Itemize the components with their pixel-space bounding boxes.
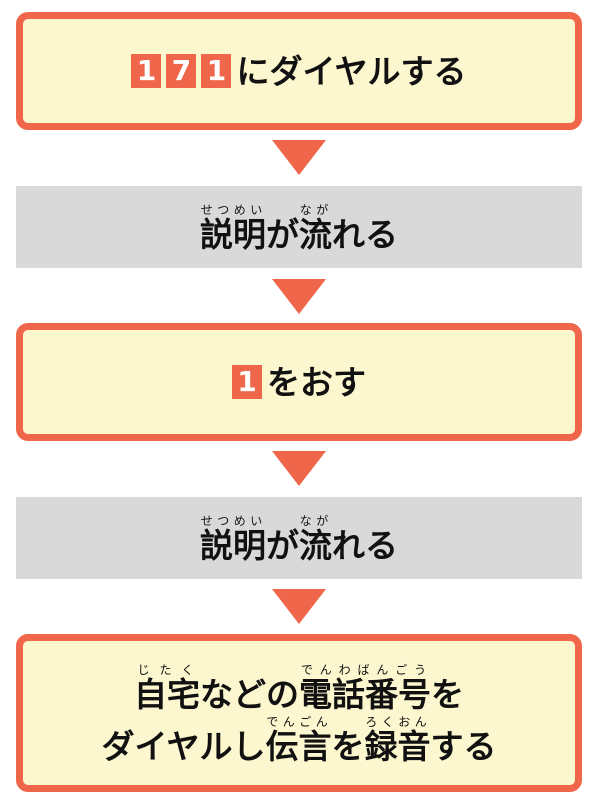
digit-box: 1 (201, 54, 232, 88)
text-wo: を (331, 727, 365, 766)
down-arrow-icon (272, 451, 326, 486)
ruby-rokuon: 録音ろくおん (364, 715, 431, 766)
digit-box: 1 (232, 365, 262, 399)
info-explanation-line: 説明せつめいが流ながれる (200, 203, 398, 251)
text-nadono: などの (200, 675, 299, 714)
ruby-setsumei: 説明せつめい (200, 514, 266, 565)
text-wo: を (431, 675, 464, 714)
text-ga: が (266, 526, 299, 565)
step-record-line-2: ダイヤルし伝言でんごんを録音ろくおんする (101, 715, 496, 763)
info-explanation-2: 説明せつめいが流ながれる (16, 497, 582, 579)
step-record-line-1: 自宅じたくなどの電話番号でんわばんごうを (134, 663, 464, 711)
info-explanation-1: 説明せつめいが流ながれる (16, 186, 582, 268)
text-ga: が (266, 215, 299, 254)
ruby-setsumei: 説明せつめい (200, 203, 266, 254)
step-press-line: 1 をおす (232, 365, 366, 399)
step-dial-text: にダイヤルする (236, 52, 467, 91)
digit-box: 7 (166, 54, 197, 88)
ruby-dengon: 伝言でんごん (265, 715, 332, 766)
down-arrow-icon (272, 589, 326, 624)
step-dial-line: 1 7 1 にダイヤルする (131, 52, 467, 91)
ruby-naga: 流なが (299, 203, 332, 254)
step-dial-171: 1 7 1 にダイヤルする (16, 12, 582, 130)
text-suru: する (430, 727, 497, 766)
digit-box: 1 (131, 54, 162, 88)
text-reru: れる (332, 526, 398, 565)
ruby-jitaku: 自宅じたく (134, 663, 200, 714)
info-explanation-line: 説明せつめいが流ながれる (200, 514, 398, 562)
step-record-message: 自宅じたくなどの電話番号でんわばんごうを ダイヤルし伝言でんごんを録音ろくおんす… (16, 634, 582, 792)
text-reru: れる (332, 215, 398, 254)
ruby-naga: 流なが (299, 514, 332, 565)
step-press-1: 1 をおす (16, 323, 582, 441)
down-arrow-icon (272, 140, 326, 175)
text-dial-shi: ダイヤルし (101, 727, 266, 766)
ruby-denwabangou: 電話番号でんわばんごう (299, 663, 431, 714)
step-press-text: をおす (267, 363, 366, 402)
down-arrow-icon (272, 279, 326, 314)
